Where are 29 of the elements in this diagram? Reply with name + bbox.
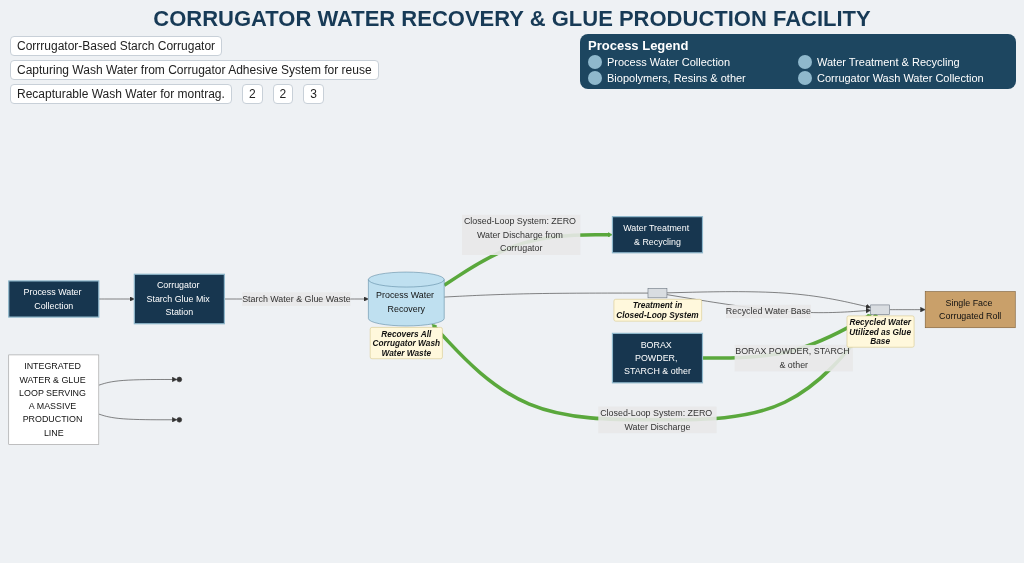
node-caption: Recycled Water Utilized as Glue Base <box>846 316 915 348</box>
note-text: Recapturable Wash Water for montrag. <box>10 84 232 104</box>
note-text: Capturing Wash Water from Corrugator Adhesive System for reuse <box>10 60 379 80</box>
legend-text: Process Water Collection <box>607 56 731 68</box>
edge-label: Recycled Water Base <box>725 306 811 317</box>
node-box <box>647 288 668 299</box>
connector <box>443 293 649 298</box>
callout-number: 3 <box>303 84 324 104</box>
edge-label: Closed-Loop System: ZERO Water Discharge <box>600 408 713 432</box>
node-caption: Treatment in Closed-Loop System <box>613 299 702 322</box>
callout-number: 2 <box>272 84 294 104</box>
node-caption: Recovers All Corrugator Wash Water Waste <box>369 327 443 360</box>
legend-text: Water Treatment & Recycling <box>817 56 960 68</box>
node-box <box>870 305 890 316</box>
node-box: INTEGRATED WATER & GLUE LOOP SERVING A MASSIVE PRODUCTION LINE <box>8 355 100 446</box>
edge-label: BORAX POWDER, STARCH & other <box>735 346 850 370</box>
node-box: BORAX POWDER, STARCH & other <box>611 333 704 384</box>
subtitle: Corrrugator-Based Starch Corrugator <box>10 36 223 56</box>
node-box: Single Face Corrugated Roll <box>924 291 1016 329</box>
edge-label: Closed-Loop System: ZERO Water Discharge from Corrugator <box>463 216 577 254</box>
legend-text: Biopolymers, Resins & other <box>607 72 746 84</box>
node-box: Process Water Collection <box>8 280 100 319</box>
legend-title: Process Legend <box>588 38 690 53</box>
title: CORRUGATOR WATER RECOVERY & GLUE PRODUCTION FACILITY <box>152 6 872 32</box>
node-box: Water Treatment & Recycling <box>611 216 704 254</box>
callout-number: 2 <box>241 84 263 104</box>
node-box: Corrugator Starch Glue Mix Station <box>133 274 225 325</box>
legend-text: Corrugator Wash Water Collection <box>817 72 984 84</box>
edge-label: Starch Water & Glue Waste <box>242 293 351 305</box>
